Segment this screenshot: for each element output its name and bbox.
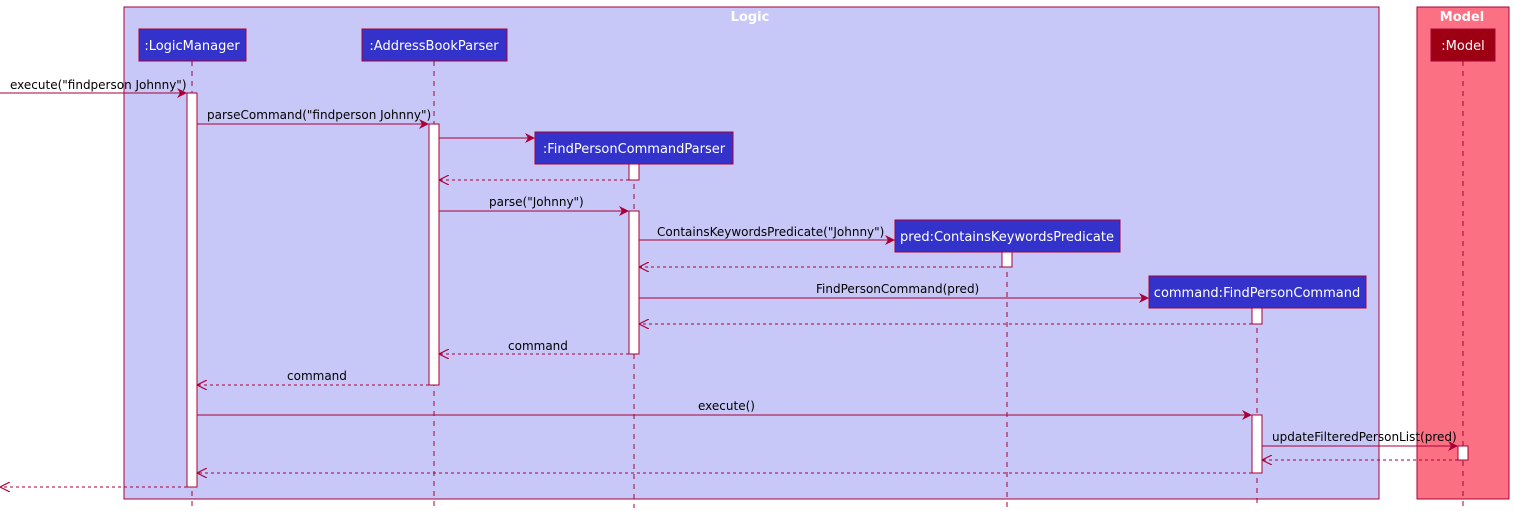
return-command-to-logic-manager-label: command — [287, 369, 347, 383]
participant-command-label: command:FindPersonCommand — [1154, 286, 1360, 301]
activation-find-parser-create — [628, 163, 640, 181]
participant-predicate-label: pred:ContainsKeywordsPredicate — [900, 230, 1114, 245]
activation-command-create — [1251, 307, 1263, 325]
message-parse-label: parse("Johnny") — [489, 195, 584, 209]
activation-find-parser-parse — [628, 210, 640, 355]
participant-logic-manager-label: :LogicManager — [144, 39, 240, 54]
model-box-title: Model — [1440, 10, 1484, 25]
activation-predicate — [1001, 251, 1013, 268]
logic-box — [123, 6, 1380, 500]
message-parse-command-label: parseCommand("findperson Johnny") — [207, 108, 431, 122]
participant-parser — [361, 28, 508, 62]
participant-parser-label: :AddressBookParser — [369, 39, 499, 54]
activation-model — [1457, 445, 1469, 461]
message-update-list-label: updateFilteredPersonList(pred) — [1272, 430, 1457, 444]
message-create-command-label: FindPersonCommand(pred) — [816, 282, 979, 296]
activation-logic-manager — [186, 92, 198, 488]
participant-logic-manager — [138, 28, 247, 62]
participant-find-parser-label: :FindPersonCommandParser — [543, 142, 726, 157]
activation-command-execute — [1251, 414, 1263, 474]
participant-model-label: :Model — [1441, 39, 1484, 54]
message-execute-label: execute() — [698, 399, 755, 413]
participant-model — [1430, 28, 1496, 62]
return-command-to-parser-label: command — [508, 339, 568, 353]
message-execute-in-label: execute("findperson Johnny") — [10, 78, 187, 92]
message-create-predicate-label: ContainsKeywordsPredicate("Johnny") — [657, 225, 884, 239]
logic-box-title: Logic — [731, 10, 770, 25]
activation-parser — [428, 123, 440, 386]
